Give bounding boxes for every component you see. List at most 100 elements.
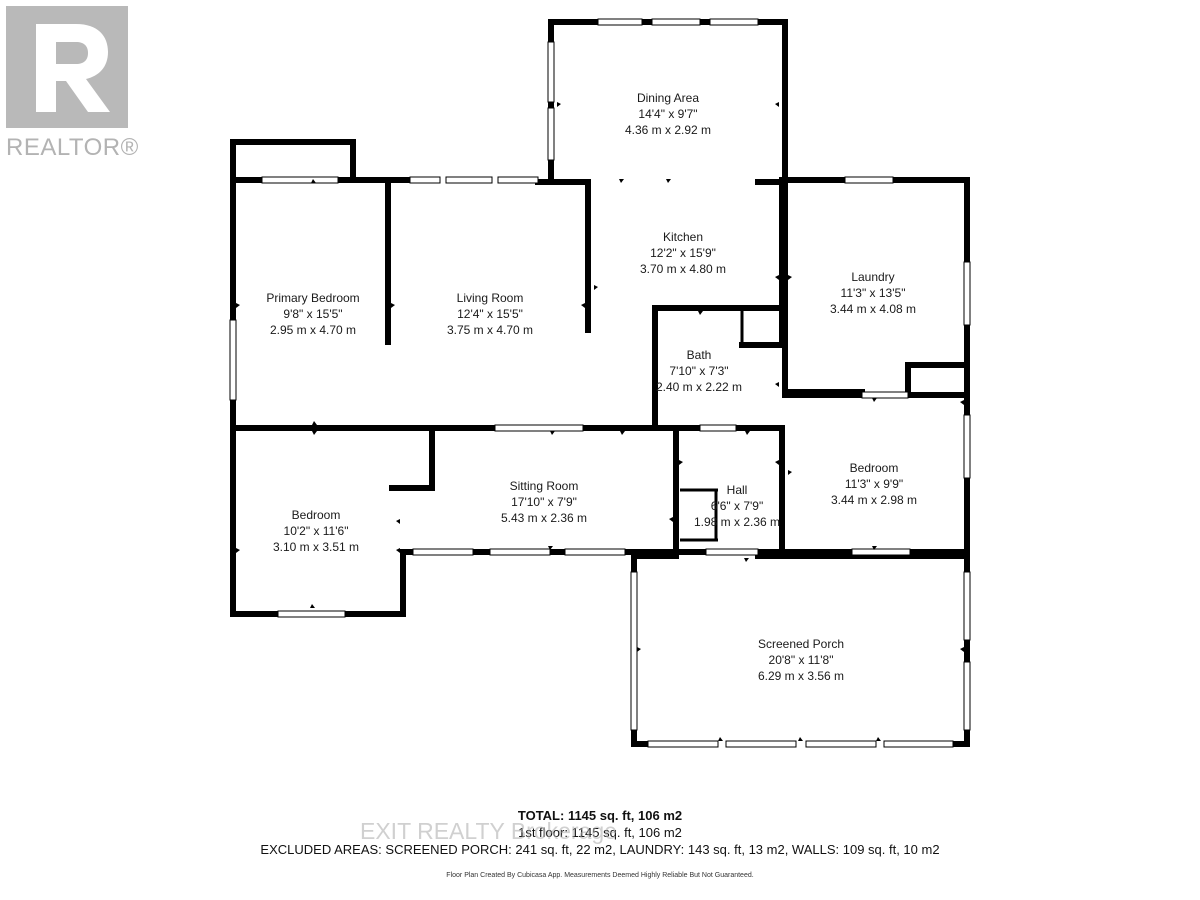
- door-marker: [620, 431, 625, 435]
- room-dimensions-metric: 3.44 m x 4.08 m: [829, 302, 917, 316]
- door-marker: [960, 400, 964, 405]
- room-dimensions-imperial: 9'8" x 15'5": [283, 307, 343, 321]
- room-bedroom-right: Bedroom 11'3" x 9'9" 3.44 m x 2.98 m: [779, 460, 969, 508]
- room-dimensions-metric: 5.43 m x 2.36 m: [500, 511, 588, 525]
- window: [597, 18, 643, 26]
- room-dimensions-imperial: 14'4" x 9'7": [638, 107, 698, 121]
- window: [651, 18, 701, 26]
- room-name: Sitting Room: [509, 479, 579, 493]
- room-dimensions-metric: 3.75 m x 4.70 m: [446, 323, 534, 337]
- room-name: Dining Area: [636, 91, 700, 105]
- brokerage-watermark: EXIT REALTY Brokerage: [360, 818, 617, 844]
- door-marker: [872, 398, 877, 402]
- door-marker: [666, 179, 671, 183]
- door-marker: [872, 546, 877, 550]
- door-marker: [775, 102, 779, 107]
- door-marker: [311, 179, 316, 183]
- window: [699, 424, 737, 432]
- door-marker: [775, 460, 779, 465]
- window: [709, 18, 759, 26]
- footer-disclaimer: Floor Plan Created By Cubicasa App. Meas…: [446, 872, 754, 879]
- door-marker: [846, 389, 851, 393]
- room-name: Kitchen: [662, 230, 704, 244]
- window: [705, 548, 759, 556]
- room-dimensions-metric: 1.98 m x 2.36 m: [693, 515, 781, 529]
- room-kitchen: Kitchen 12'2" x 15'9" 3.70 m x 4.80 m: [588, 229, 778, 277]
- room-bedroom-left: Bedroom 10'2" x 11'6" 3.10 m x 3.51 m: [221, 507, 411, 555]
- room-dimensions-imperial: 11'3" x 13'5": [840, 286, 906, 300]
- window: [805, 740, 877, 748]
- room-dimensions-imperial: 17'10" x 7'9": [511, 495, 577, 509]
- door-marker: [619, 179, 624, 183]
- window: [409, 176, 441, 184]
- room-screened-porch: Screened Porch 20'8" x 11'8" 6.29 m x 3.…: [706, 636, 896, 684]
- realtor-logo-mark: [6, 6, 128, 128]
- room-name: Primary Bedroom: [266, 291, 360, 305]
- door-marker: [312, 431, 317, 435]
- window: [861, 391, 909, 399]
- thin-walls: [680, 308, 744, 542]
- door-marker: [775, 382, 779, 387]
- room-dining-area: Dining Area 14'4" x 9'7" 4.36 m x 2.92 m: [573, 90, 763, 138]
- realtor-r-icon: [6, 6, 128, 128]
- door-marker: [391, 303, 395, 308]
- window: [963, 261, 971, 326]
- room-dimensions-imperial: 6'6" x 7'9": [710, 499, 764, 513]
- room-dimensions-metric: 3.44 m x 2.98 m: [830, 493, 918, 507]
- window: [412, 548, 474, 556]
- door-marker: [698, 311, 703, 315]
- door-marker: [594, 285, 598, 290]
- window: [844, 176, 894, 184]
- walls: [230, 19, 970, 747]
- door-marker: [788, 470, 792, 475]
- window: [883, 740, 954, 748]
- room-dimensions-imperial: 10'2" x 11'6": [283, 524, 349, 538]
- window: [647, 740, 719, 748]
- door-marker: [960, 647, 964, 652]
- door-marker: [744, 558, 749, 562]
- window: [725, 740, 797, 748]
- door-marker: [396, 519, 400, 524]
- window: [489, 548, 551, 556]
- room-dimensions-metric: 6.29 m x 3.56 m: [757, 669, 845, 683]
- door-marker: [718, 737, 723, 741]
- door-marker: [550, 431, 555, 435]
- window: [229, 319, 237, 401]
- room-dimensions-metric: 3.10 m x 3.51 m: [272, 540, 360, 554]
- window: [963, 661, 971, 731]
- door-marker: [788, 275, 792, 280]
- floor-area: 1st floor: 1145 sq. ft, 106 m2: [518, 825, 682, 840]
- excluded-areas: EXCLUDED AREAS: SCREENED PORCH: 241 sq. …: [260, 842, 940, 857]
- door-marker: [775, 275, 779, 280]
- room-bath: Bath 7'10" x 7'3" 2.40 m x 2.22 m: [604, 347, 794, 395]
- total-area: TOTAL: 1145 sq. ft, 106 m2: [517, 808, 683, 823]
- room-name: Laundry: [851, 270, 895, 284]
- door-marker: [669, 517, 673, 522]
- door-markers: [236, 102, 964, 741]
- window: [963, 571, 971, 641]
- room-name: Living Room: [456, 291, 524, 305]
- room-living-room: Living Room 12'4" x 15'5" 3.75 m x 4.70 …: [395, 290, 585, 338]
- window: [497, 176, 539, 184]
- window: [851, 548, 911, 556]
- realtor-logo: REALTOR®: [6, 6, 138, 166]
- room-name: Bedroom: [849, 461, 899, 475]
- door-marker: [310, 604, 315, 608]
- room-dimensions-imperial: 12'4" x 15'5": [457, 307, 523, 321]
- room-sitting-room: Sitting Room 17'10" x 7'9" 5.43 m x 2.36…: [449, 478, 639, 526]
- room-dimensions-imperial: 12'2" x 15'9": [650, 246, 716, 260]
- window: [630, 571, 638, 731]
- room-name: Hall: [726, 483, 748, 497]
- room-dimensions-metric: 4.36 m x 2.92 m: [624, 123, 712, 137]
- door-marker: [557, 102, 561, 107]
- door-marker: [236, 303, 240, 308]
- room-primary-bedroom: Primary Bedroom 9'8" x 15'5" 2.95 m x 4.…: [218, 290, 408, 338]
- window: [494, 424, 584, 432]
- door-marker: [548, 546, 553, 550]
- window: [963, 414, 971, 479]
- realtor-logo-text: REALTOR®: [6, 134, 139, 161]
- room-laundry: Laundry 11'3" x 13'5" 3.44 m x 4.08 m: [778, 269, 968, 317]
- door-marker: [745, 431, 750, 435]
- door-marker: [581, 303, 585, 308]
